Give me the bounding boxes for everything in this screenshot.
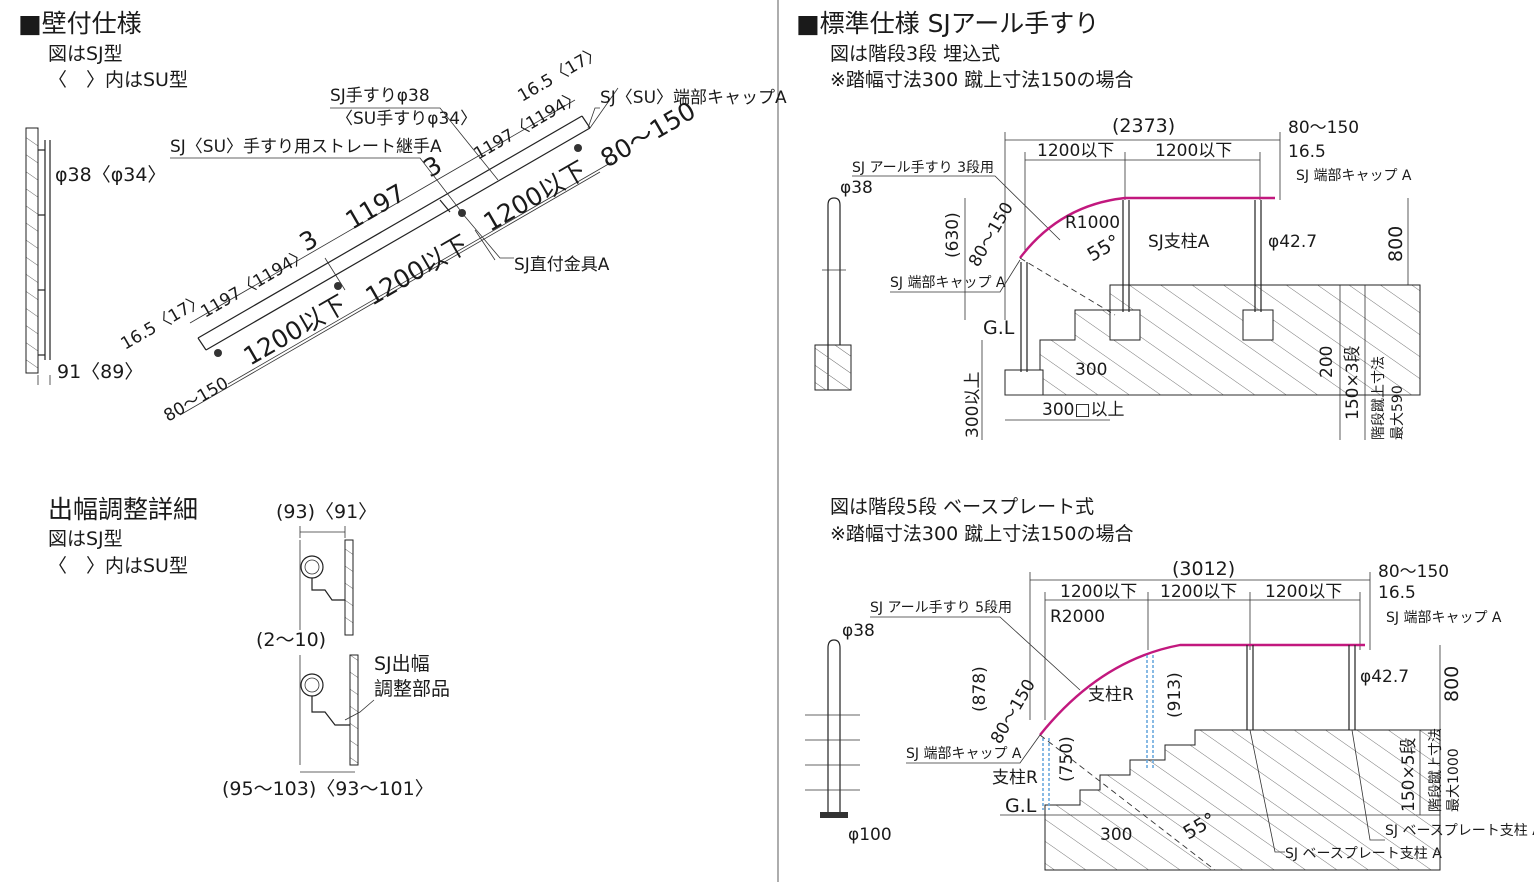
r5-dim-total: (3012) <box>1172 558 1235 580</box>
r3-label-end-cap-left: SJ 端部キャップ A <box>890 275 1006 291</box>
r5-dim-phi427: φ42.7 <box>1360 667 1409 687</box>
r3-dim-80-150: 80～150 <box>1288 118 1359 138</box>
offset-detail-note-bracket: 〈 〉内はSU型 <box>48 555 188 577</box>
offset-detail-title: 出幅調整詳細 <box>48 495 198 524</box>
label-end-cap: SJ〈SU〉端部キャップA <box>600 88 787 108</box>
r5-dim-1200-c: 1200以下 <box>1265 582 1342 602</box>
label-su-handrail: 〈SU手すりφ34〉 <box>336 109 477 129</box>
r5-label-post-r-1: 支柱R <box>1088 685 1134 705</box>
r3-dim-1200-a: 1200以下 <box>1037 141 1114 161</box>
r5-dim-80-150: 80～150 <box>1378 562 1449 582</box>
r5-dim-750: (750) <box>1057 736 1077 782</box>
r3-note-dimensions: ※踏幅寸法300 蹴上寸法150の場合 <box>830 69 1134 91</box>
r-handrail-3step-section: ■標準仕様 SJアール手すり 図は階段3段 埋込式 ※踏幅寸法300 蹴上寸法1… <box>796 9 1421 440</box>
r5-label-post-r-2: 支柱R <box>992 768 1038 788</box>
offset-detail-section: 出幅調整詳細 図はSJ型 〈 〉内はSU型 (93)〈91〉 (2～10) SJ… <box>48 495 450 800</box>
r5-dim-1200-a: 1200以下 <box>1060 582 1137 602</box>
r5-dim-300: 300 <box>1100 825 1132 845</box>
r5-label-end-cap-right: SJ 端部キャップ A <box>1386 610 1502 626</box>
label-adjust-part-2: 調整部品 <box>374 678 450 700</box>
r3-arc-rail <box>1019 196 1275 259</box>
r5-dim-80-150-v: 80～150 <box>987 676 1040 748</box>
r5-side-elevation: φ38 φ100 <box>805 621 892 845</box>
offset-detail-note-type: 図はSJ型 <box>48 528 123 550</box>
r-handrail-5step-section: 図は階段5段 ベースプレート式 ※踏幅寸法300 蹴上寸法150の場合 (301… <box>805 496 1534 871</box>
r5-label-bp-post-2: SJ ベースプレート支柱 A <box>1285 846 1442 862</box>
wall-spec-section: ■壁付仕様 図はSJ型 〈 〉内はSU型 φ38〈φ34〉 91〈89〉 <box>18 9 787 426</box>
r5-max-rise-label: 階段蹴上寸法 <box>1428 728 1444 812</box>
r3-dim-800: 800 <box>1385 226 1407 262</box>
r3-dim-phi38: φ38 <box>840 178 873 198</box>
dim-16-5-bottom: 16.5〈17〉 <box>118 290 209 354</box>
r3-label-post: SJ支柱A <box>1148 232 1210 252</box>
dim-80-150-bottom: 80～150 <box>161 373 233 426</box>
r5-label-bp-post-1: SJ ベースプレート支柱 A <box>1385 823 1534 839</box>
dim-95-103: (95～103)〈93～101〉 <box>222 778 434 800</box>
r3-dim-300: 300 <box>1075 360 1107 380</box>
wall-spec-note-bracket: 〈 〉内はSU型 <box>48 69 188 91</box>
label-adjust-part-1: SJ出幅 <box>374 653 430 675</box>
dim-1200-a: 1200以下 <box>239 289 352 371</box>
r3-dim-total: (2373) <box>1112 115 1175 137</box>
r3-dim-630: (630) <box>943 212 963 258</box>
r3-side-elevation: φ38 <box>814 178 873 391</box>
r3-dim-1200-b: 1200以下 <box>1155 141 1232 161</box>
wall-spec-note-type: 図はSJ型 <box>48 43 123 65</box>
r5-dim-800: 800 <box>1441 666 1463 702</box>
dim-1197: 1197 <box>341 178 411 235</box>
dim-93-91: (93)〈91〉 <box>276 501 377 523</box>
r5-dim-phi38: φ38 <box>842 621 875 641</box>
r3-note-stairs: 図は階段3段 埋込式 <box>830 43 1000 65</box>
wall-dim-offset: 91〈89〉 <box>57 361 143 383</box>
dim-2-10: (2～10) <box>256 629 326 651</box>
r3-stairs <box>1004 284 1421 396</box>
label-sj-handrail: SJ手すりφ38 <box>330 86 430 106</box>
dim-1197-1194-bottom: 1197〈1194〉 <box>198 245 312 323</box>
r3-dim-phi427: φ42.7 <box>1268 232 1317 252</box>
r-spec-title: ■標準仕様 SJアール手すり <box>796 9 1099 38</box>
r5-note-stairs: 図は階段5段 ベースプレート式 <box>830 496 1094 518</box>
r5-note-dimensions: ※踏幅寸法300 蹴上寸法150の場合 <box>830 523 1134 545</box>
wall-elevation <box>25 127 51 385</box>
r3-dim-300-min: 300以上 <box>963 372 983 438</box>
r3-dim-300-sq: 300□以上 <box>1042 400 1125 420</box>
r5-gl: G.L <box>1005 795 1037 817</box>
r5-arc-rail <box>1039 643 1365 736</box>
inclined-handrail <box>179 87 619 416</box>
dim-1200-b: 1200以下 <box>361 229 474 311</box>
r5-dim-878: (878) <box>970 666 990 712</box>
r5-label-arc-rail: SJ アール手すり 5段用 <box>870 600 1012 616</box>
r5-max-rise-value: 最大1000 <box>1446 748 1462 812</box>
r3-dim-16-5: 16.5 <box>1288 142 1326 162</box>
r5-dim-150x5: 150×5段 <box>1399 737 1419 812</box>
r5-dim-phi100: φ100 <box>848 825 892 845</box>
r3-label-arc-rail: SJ アール手すり 3段用 <box>852 160 994 176</box>
r3-max-rise-label: 階段蹴上寸法 <box>1371 356 1387 440</box>
wall-dim-diameter: φ38〈φ34〉 <box>55 164 166 186</box>
r5-radius: R2000 <box>1050 607 1105 627</box>
r3-angle: 55° <box>1084 230 1124 266</box>
wall-spec-title: ■壁付仕様 <box>18 9 142 38</box>
r3-radius: R1000 <box>1065 213 1120 233</box>
r3-dim-80-150-v: 80～150 <box>965 199 1018 271</box>
r5-dim-913: (913) <box>1165 672 1185 718</box>
bracket-detail-upper <box>299 539 354 636</box>
bracket-detail-lower <box>299 654 359 773</box>
r5-label-end-cap-left: SJ 端部キャップ A <box>906 746 1022 762</box>
r3-dim-200: 200 <box>1317 346 1337 378</box>
r5-dim-16-5: 16.5 <box>1378 583 1416 603</box>
r3-max-rise-value: 最大590 <box>1390 385 1406 440</box>
r3-label-end-cap-right: SJ 端部キャップ A <box>1296 168 1412 184</box>
dim-1200-c: 1200以下 <box>479 155 592 237</box>
r5-dim-1200-b: 1200以下 <box>1160 582 1237 602</box>
r3-gl: G.L <box>983 317 1015 339</box>
label-straight-joint: SJ〈SU〉手すり用ストレート継手A <box>170 137 442 157</box>
label-direct-bracket: SJ直付金具A <box>514 255 610 275</box>
r3-dim-150x3: 150×3段 <box>1343 345 1363 420</box>
